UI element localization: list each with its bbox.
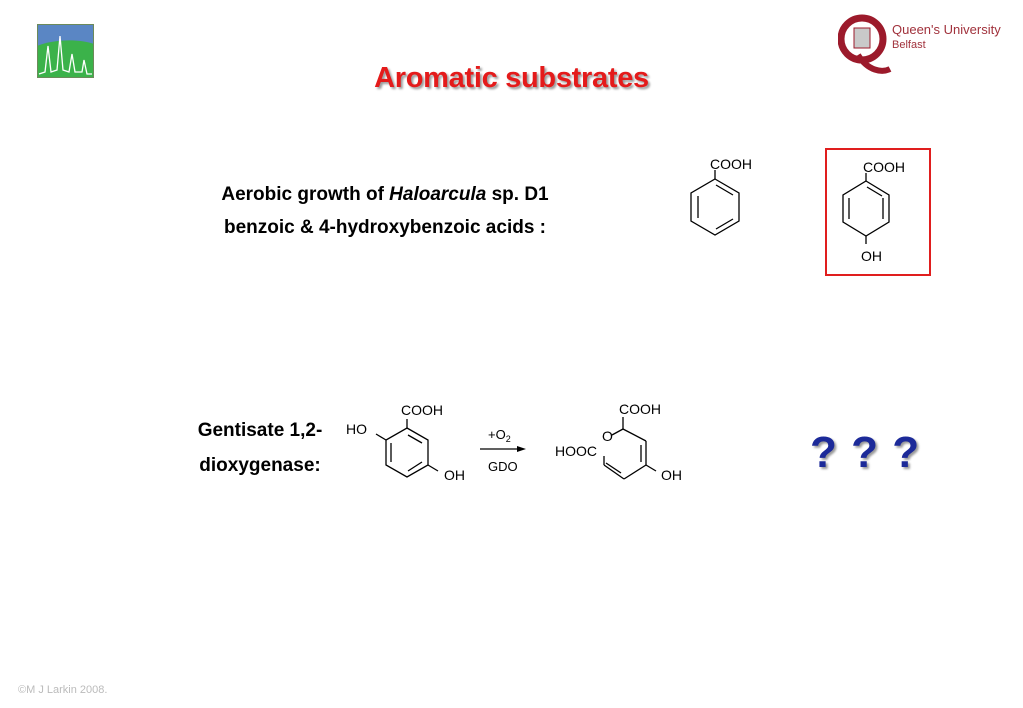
gentisate-ho-label: HO <box>346 421 367 437</box>
product-oh-label: OH <box>661 467 682 483</box>
gentisate-structure <box>375 419 439 478</box>
hydroxybenzoic-cooh-label: COOH <box>863 159 905 175</box>
arrow-above-label: +O2 <box>488 427 511 444</box>
queens-university-logo: Queen's University Belfast <box>837 13 1003 75</box>
growth-line-1: Aerobic growth of Haloarcula sp. D1 <box>221 184 549 205</box>
hydroxybenzoic-acid-structure: COOH OH <box>825 148 931 276</box>
product-hooc-label: HOOC <box>555 443 597 459</box>
queens-university-crest-icon <box>837 14 892 74</box>
benzoic-acid-structure: COOH <box>670 150 780 250</box>
enzyme-label-line-2: dioxygenase: <box>199 455 321 476</box>
spectrum-chart-logo-icon <box>37 24 94 78</box>
reaction-arrow-icon <box>480 446 526 452</box>
growth-line-2: benzoic & 4-hydroxybenzoic acids : <box>223 217 547 238</box>
gentisate-reaction-scheme: COOH HO OH +O2 GDO COOH O HOOC OH <box>340 395 700 490</box>
gentisate-cooh-label: COOH <box>401 402 443 418</box>
gentisate-oh-label: OH <box>444 467 465 483</box>
product-o-label: O <box>602 428 613 444</box>
arrow-below-label: GDO <box>488 459 518 474</box>
hydroxybenzoic-oh-label: OH <box>861 248 882 264</box>
copyright-notice: ©M J Larkin 2008. <box>18 684 108 696</box>
product-structure <box>603 417 657 480</box>
question-marks: ? ? ? <box>810 428 921 477</box>
slide-title: Aromatic substrates <box>374 62 649 94</box>
benzoic-cooh-label: COOH <box>710 156 752 172</box>
growth-description: Aerobic growth of Haloarcula sp. D1 benz… <box>170 178 600 244</box>
university-name-line1: Queen's University <box>892 22 1001 37</box>
enzyme-label-line-1: Gentisate 1,2- <box>197 420 323 441</box>
enzyme-label: Gentisate 1,2- dioxygenase: <box>172 413 348 483</box>
university-name-line2: Belfast <box>892 39 926 51</box>
organism-name: Haloarcula <box>389 184 487 205</box>
product-cooh-label: COOH <box>619 401 661 417</box>
